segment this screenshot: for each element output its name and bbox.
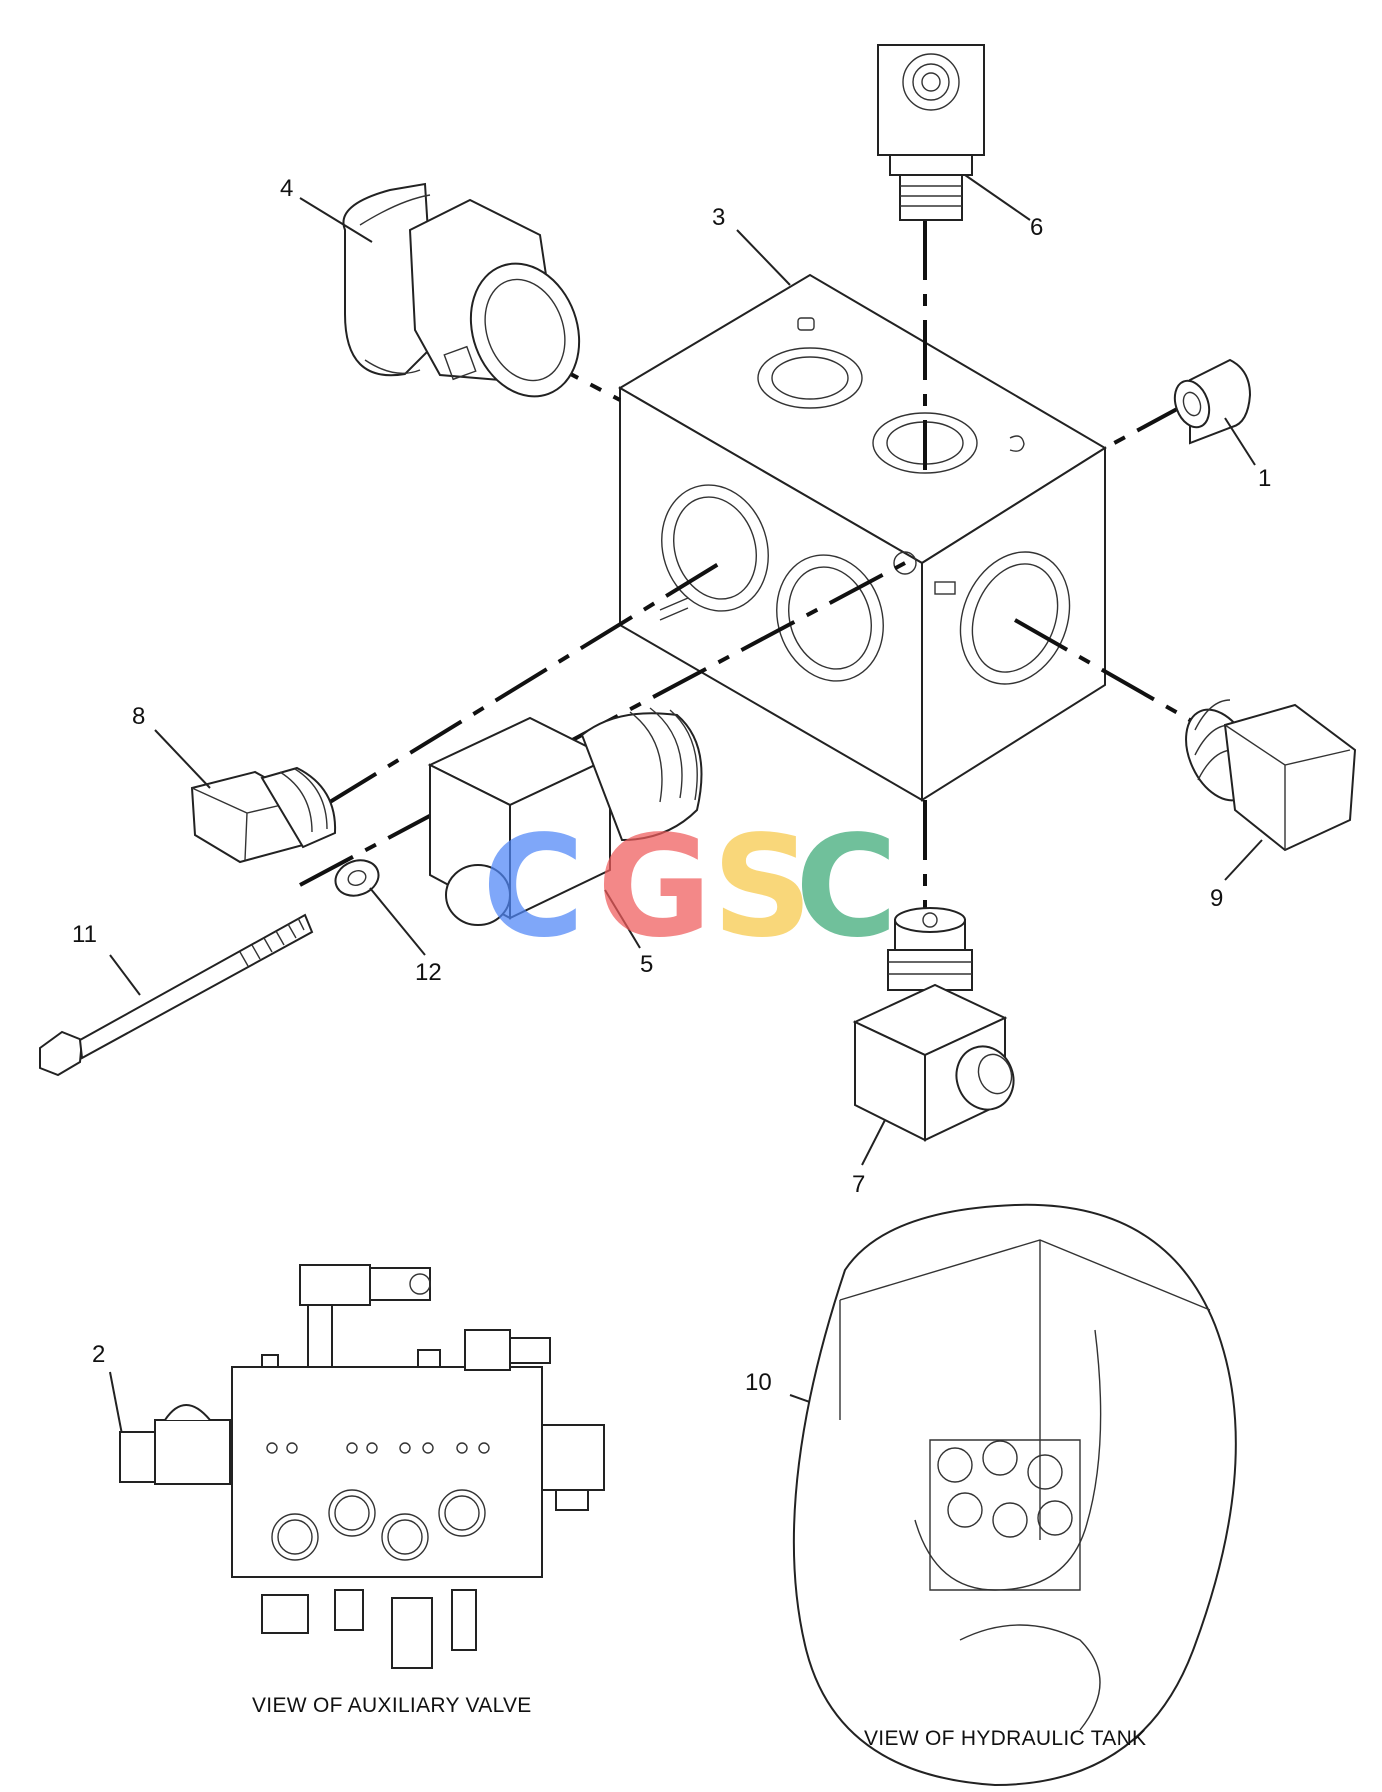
bolt-part-11 (39, 913, 314, 1077)
caption-hydraulic-tank: VIEW OF HYDRAULIC TANK (864, 1727, 1146, 1750)
hydraulic-tank-view (792, 1203, 1237, 1787)
plug-part-1 (1173, 358, 1252, 445)
caption-auxiliary-valve: VIEW OF AUXILIARY VALVE (252, 1694, 532, 1717)
callout-3: 3 (712, 204, 725, 231)
callout-12: 12 (415, 959, 442, 986)
callout-8: 8 (132, 703, 145, 730)
watermark: C G S C (482, 806, 898, 969)
callout-labels: 1 2 3 4 5 6 7 8 9 10 11 12 (72, 175, 1271, 1396)
callout-9: 9 (1210, 885, 1223, 912)
callout-2: 2 (92, 1341, 105, 1368)
watermark-letter: C (795, 806, 898, 969)
callout-4: 4 (280, 175, 293, 202)
callout-1: 1 (1258, 465, 1271, 492)
watermark-letter: S (712, 806, 813, 969)
watermark-letter: G (597, 806, 712, 969)
callout-7: 7 (852, 1171, 865, 1198)
callout-10: 10 (745, 1369, 772, 1396)
fitting-part-4 (342, 182, 581, 398)
auxiliary-valve-view (119, 1264, 605, 1669)
washer-part-12 (334, 859, 380, 897)
connector-part-6 (877, 44, 985, 221)
valve-block (618, 273, 1107, 802)
callout-6: 6 (1030, 214, 1043, 241)
callout-5: 5 (640, 951, 653, 978)
watermark-letter: C (482, 806, 585, 969)
callout-11: 11 (72, 921, 97, 948)
plug-part-9 (1185, 699, 1357, 852)
solenoid-part-5 (427, 707, 703, 926)
plug-part-8 (190, 766, 337, 864)
connector-part-7 (852, 907, 1015, 1142)
